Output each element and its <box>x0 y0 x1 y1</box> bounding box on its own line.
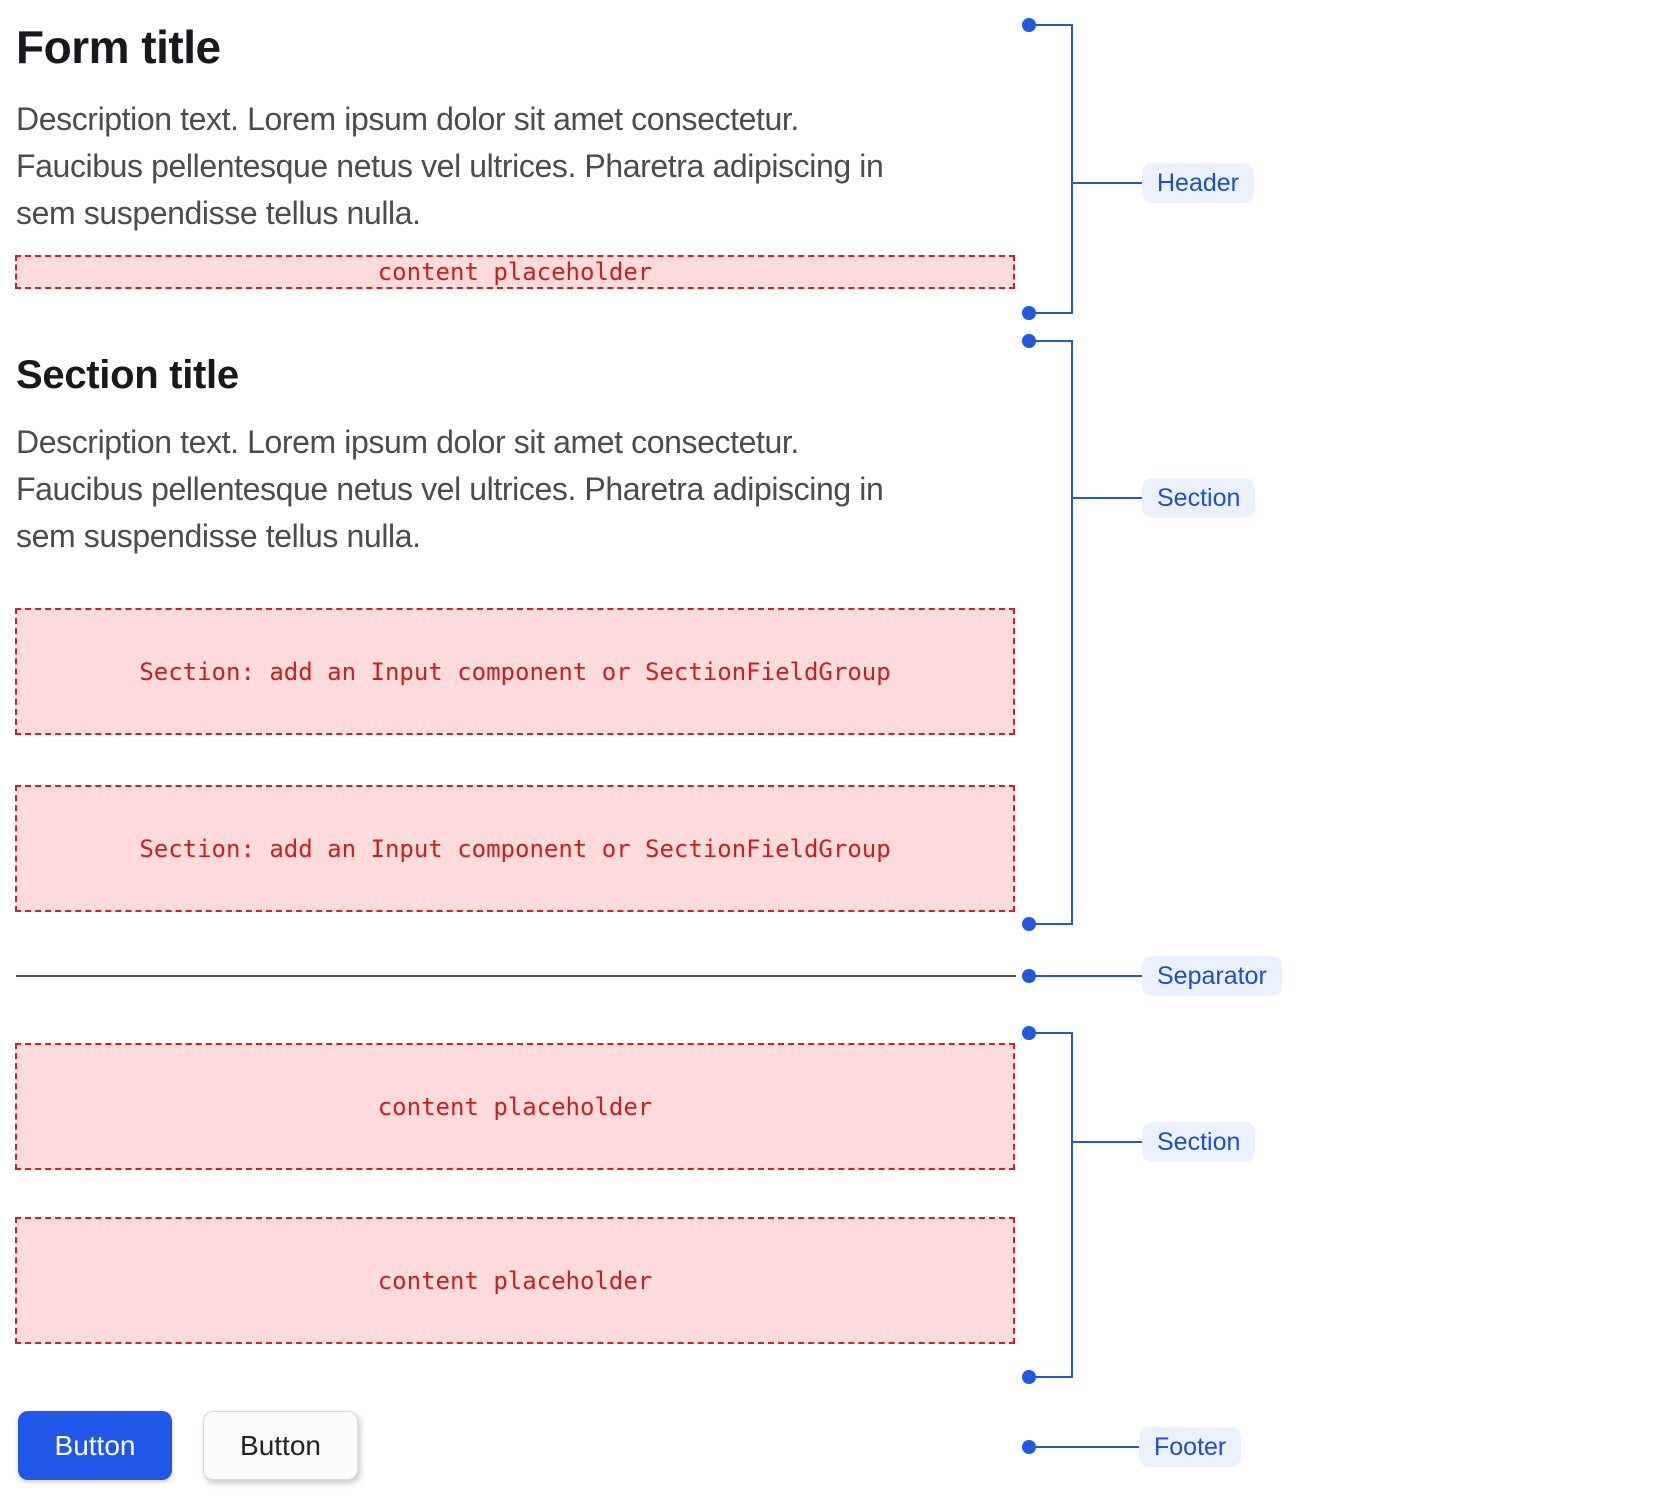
annotation-dot <box>1022 1370 1036 1384</box>
annotation-connector <box>1029 24 1073 26</box>
placeholder-label: Section: add an Input component or Secti… <box>139 657 891 686</box>
annotation-connector <box>1029 340 1073 342</box>
section-description-line: sem suspendisse tellus nulla. <box>16 518 421 554</box>
annotation-connector <box>1071 182 1142 184</box>
annotation-chip-footer: Footer <box>1139 1427 1242 1467</box>
annotation-connector <box>1029 1376 1073 1378</box>
section-fieldgroup-placeholder: Section: add an Input component or Secti… <box>15 608 1015 735</box>
section-description: Description text. Lorem ipsum dolor sit … <box>16 419 1026 560</box>
annotation-chip-header: Header <box>1142 163 1254 203</box>
section-title: Section title <box>16 353 239 397</box>
annotation-rail <box>1071 1032 1073 1378</box>
separator-line <box>16 975 1016 977</box>
placeholder-label: content placeholder <box>377 1092 653 1121</box>
section-fieldgroup-placeholder: Section: add an Input component or Secti… <box>15 785 1015 912</box>
annotation-connector <box>1029 1032 1073 1034</box>
form-description-line: Description text. Lorem ipsum dolor sit … <box>16 101 799 137</box>
annotation-connector <box>1029 975 1142 977</box>
annotation-dot <box>1022 306 1036 320</box>
annotation-connector <box>1029 312 1073 314</box>
section-description-line: Description text. Lorem ipsum dolor sit … <box>16 424 799 460</box>
annotation-connector <box>1071 1141 1142 1143</box>
placeholder-label: Section: add an Input component or Secti… <box>139 834 891 863</box>
form-description-line: Faucibus pellentesque netus vel ultrices… <box>16 148 884 184</box>
content-placeholder: content placeholder <box>15 1043 1015 1170</box>
form-title: Form title <box>16 21 221 73</box>
annotation-chip-section-2: Section <box>1142 1122 1256 1162</box>
content-placeholder: content placeholder <box>15 1217 1015 1344</box>
annotation-connector <box>1029 1446 1139 1448</box>
annotation-rail <box>1071 340 1073 925</box>
annotation-rail <box>1071 24 1073 314</box>
form-description: Description text. Lorem ipsum dolor sit … <box>16 96 1026 237</box>
form-description-line: sem suspendisse tellus nulla. <box>16 195 421 231</box>
secondary-button[interactable]: Button <box>203 1411 358 1480</box>
annotation-connector <box>1029 923 1073 925</box>
annotation-connector <box>1071 497 1142 499</box>
header-content-placeholder: content placeholder <box>15 255 1015 289</box>
annotation-chip-section-1: Section <box>1142 478 1256 518</box>
placeholder-label: content placeholder <box>377 1266 653 1295</box>
annotation-dot <box>1022 917 1036 931</box>
primary-button[interactable]: Button <box>18 1411 172 1480</box>
placeholder-label: content placeholder <box>377 258 653 286</box>
annotation-chip-separator: Separator <box>1142 956 1282 996</box>
section-description-line: Faucibus pellentesque netus vel ultrices… <box>16 471 884 507</box>
